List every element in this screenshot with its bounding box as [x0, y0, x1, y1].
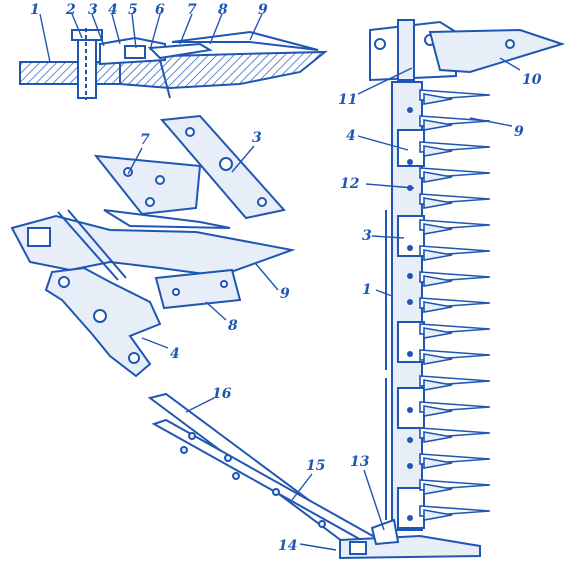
rivet — [407, 515, 413, 521]
label-9-right: 9 — [514, 124, 524, 140]
outer-divider-assembly — [147, 392, 481, 560]
rivet — [407, 351, 413, 357]
label-12: 12 — [340, 176, 360, 192]
rivet — [407, 407, 413, 413]
label-8-top: 8 — [218, 2, 228, 18]
label-4-mid: 4 — [170, 346, 180, 362]
label-7-mid: 7 — [140, 132, 150, 148]
knife-section-tooth — [423, 509, 453, 521]
rivet — [407, 463, 413, 469]
rivet — [407, 299, 413, 305]
rivets — [407, 107, 413, 521]
label-14: 14 — [278, 538, 297, 554]
rivet — [407, 245, 413, 251]
knife-section-tooth — [423, 405, 453, 417]
divider-rod-15 — [151, 418, 382, 548]
knife-section — [171, 30, 319, 51]
exploded-part-plate-7 — [93, 154, 202, 216]
label-11: 11 — [338, 92, 357, 108]
label-3-mid: 3 — [252, 130, 262, 146]
rivet — [407, 159, 413, 165]
exploded-part-lever-4 — [44, 266, 162, 378]
knife-section-tooth — [423, 223, 453, 235]
label-4-top: 4 — [108, 2, 118, 18]
knife-section-tooth — [423, 431, 453, 443]
label-5: 5 — [128, 2, 138, 18]
guard-plate — [397, 487, 425, 529]
label-1-right: 1 — [362, 282, 372, 298]
knife-section-tooth — [423, 249, 453, 261]
knife-section-tooth — [423, 379, 453, 391]
knife-section-tooth — [423, 301, 453, 313]
rivet-line — [159, 59, 171, 99]
exploded-part-plate-8 — [154, 268, 242, 310]
label-15: 15 — [306, 458, 325, 474]
right-leaders — [185, 57, 521, 551]
label-16: 16 — [212, 386, 232, 402]
mid-leaders — [127, 145, 279, 349]
exploded-part-plate-3 — [160, 114, 286, 220]
label-9-mid: 9 — [280, 286, 290, 302]
clip-section — [124, 45, 146, 59]
divider-10 — [428, 28, 566, 74]
knife-section-tooth — [423, 145, 453, 157]
cross-section-view — [19, 28, 328, 100]
bracket-13 — [370, 518, 400, 546]
finger-section — [119, 50, 328, 90]
label-8-mid: 8 — [228, 318, 238, 334]
label-13: 13 — [350, 454, 370, 470]
knife-section-tooth — [423, 119, 453, 131]
label-1-top: 1 — [30, 2, 40, 18]
knife-section-tooth — [423, 327, 453, 339]
cutter-bar-assembly — [369, 19, 566, 531]
knife-section-tooth — [423, 197, 453, 209]
rivet — [407, 273, 413, 279]
knife-section-tooth — [423, 353, 453, 365]
label-9-top: 9 — [258, 2, 268, 18]
knife-section-tooth — [423, 275, 453, 287]
label-2: 2 — [65, 2, 76, 18]
top-leaders — [39, 13, 263, 63]
finger-bar-section — [19, 61, 121, 85]
finger-teeth — [419, 89, 491, 521]
plate-section — [147, 42, 213, 60]
rivet — [407, 437, 413, 443]
knife-section-tooth — [423, 93, 453, 105]
label-3-right: 3 — [362, 228, 372, 244]
rivet — [407, 107, 413, 113]
exploded-part-blade-9 — [10, 209, 296, 281]
label-6: 6 — [155, 2, 165, 18]
knife-section-tooth — [423, 483, 453, 495]
knife-section-tooth — [423, 457, 453, 469]
label-4-right: 4 — [346, 128, 356, 144]
callout-labels: 1 2 3 4 5 6 7 8 9 7 3 9 8 4 10 11 9 4 12… — [30, 2, 542, 554]
label-10: 10 — [522, 72, 542, 88]
label-3-top: 3 — [88, 2, 98, 18]
knife-section-tooth — [423, 171, 453, 183]
label-7-top: 7 — [187, 2, 197, 18]
